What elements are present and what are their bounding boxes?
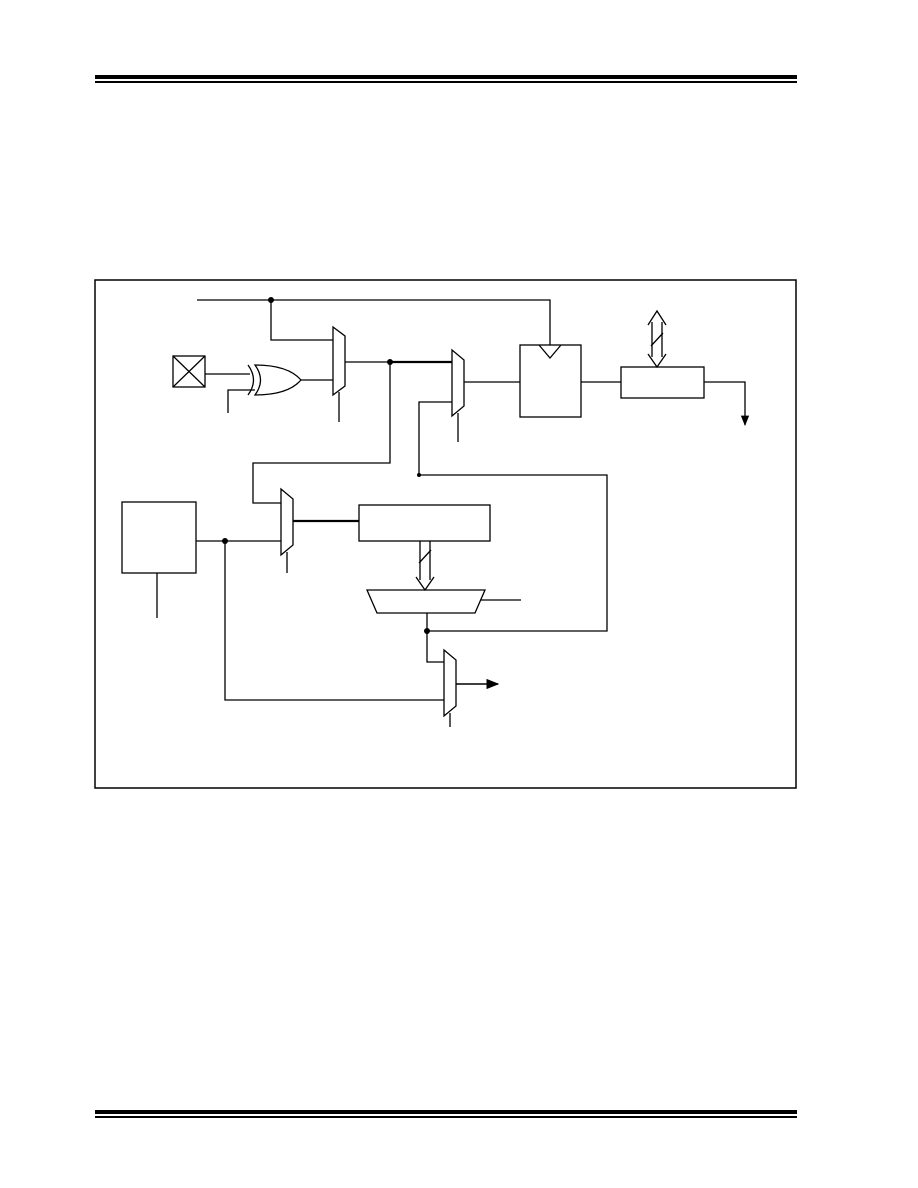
counter-register-box xyxy=(358,504,491,542)
footer-rule-thick xyxy=(95,1110,797,1114)
flip-flop-box xyxy=(519,344,582,418)
junction-dot-mux1-out xyxy=(387,359,393,365)
junction-dot-selector xyxy=(424,628,430,634)
wire-mux2-lower-input xyxy=(418,401,608,632)
junction-dot-prescaler xyxy=(222,538,228,544)
input-pin-icon xyxy=(172,355,206,388)
header-rule-thick xyxy=(95,75,797,79)
bus-arrow-down-icon xyxy=(415,541,435,592)
header-rule-thin xyxy=(95,81,797,83)
footer-rule-thin xyxy=(95,1116,797,1118)
wire-prescaler-to-mux4 xyxy=(224,541,444,701)
wire-xor-lower-input xyxy=(227,389,255,413)
prescaler-block-box xyxy=(121,501,197,574)
junction-dot-feedback xyxy=(417,473,421,477)
wire-clock-to-mux1 xyxy=(270,300,333,341)
mux-2-icon xyxy=(451,348,465,418)
selector-mux-icon xyxy=(366,589,486,614)
flip-flop-clock-icon xyxy=(538,344,562,360)
wire-node-to-mux3 xyxy=(252,362,391,504)
data-bus-arrow-icon xyxy=(647,309,667,369)
wire-selector-out xyxy=(426,613,444,663)
mux-3-icon xyxy=(280,487,294,557)
mux-1-icon xyxy=(332,325,346,397)
register-right-box xyxy=(620,366,705,399)
diagram-frame xyxy=(94,279,797,789)
wire-top-clock xyxy=(197,299,551,345)
junction-dot-clock xyxy=(268,297,274,303)
xor-gate-icon xyxy=(247,364,302,396)
mux-4-icon xyxy=(443,648,457,718)
output-arrow-right-wire xyxy=(704,381,750,427)
